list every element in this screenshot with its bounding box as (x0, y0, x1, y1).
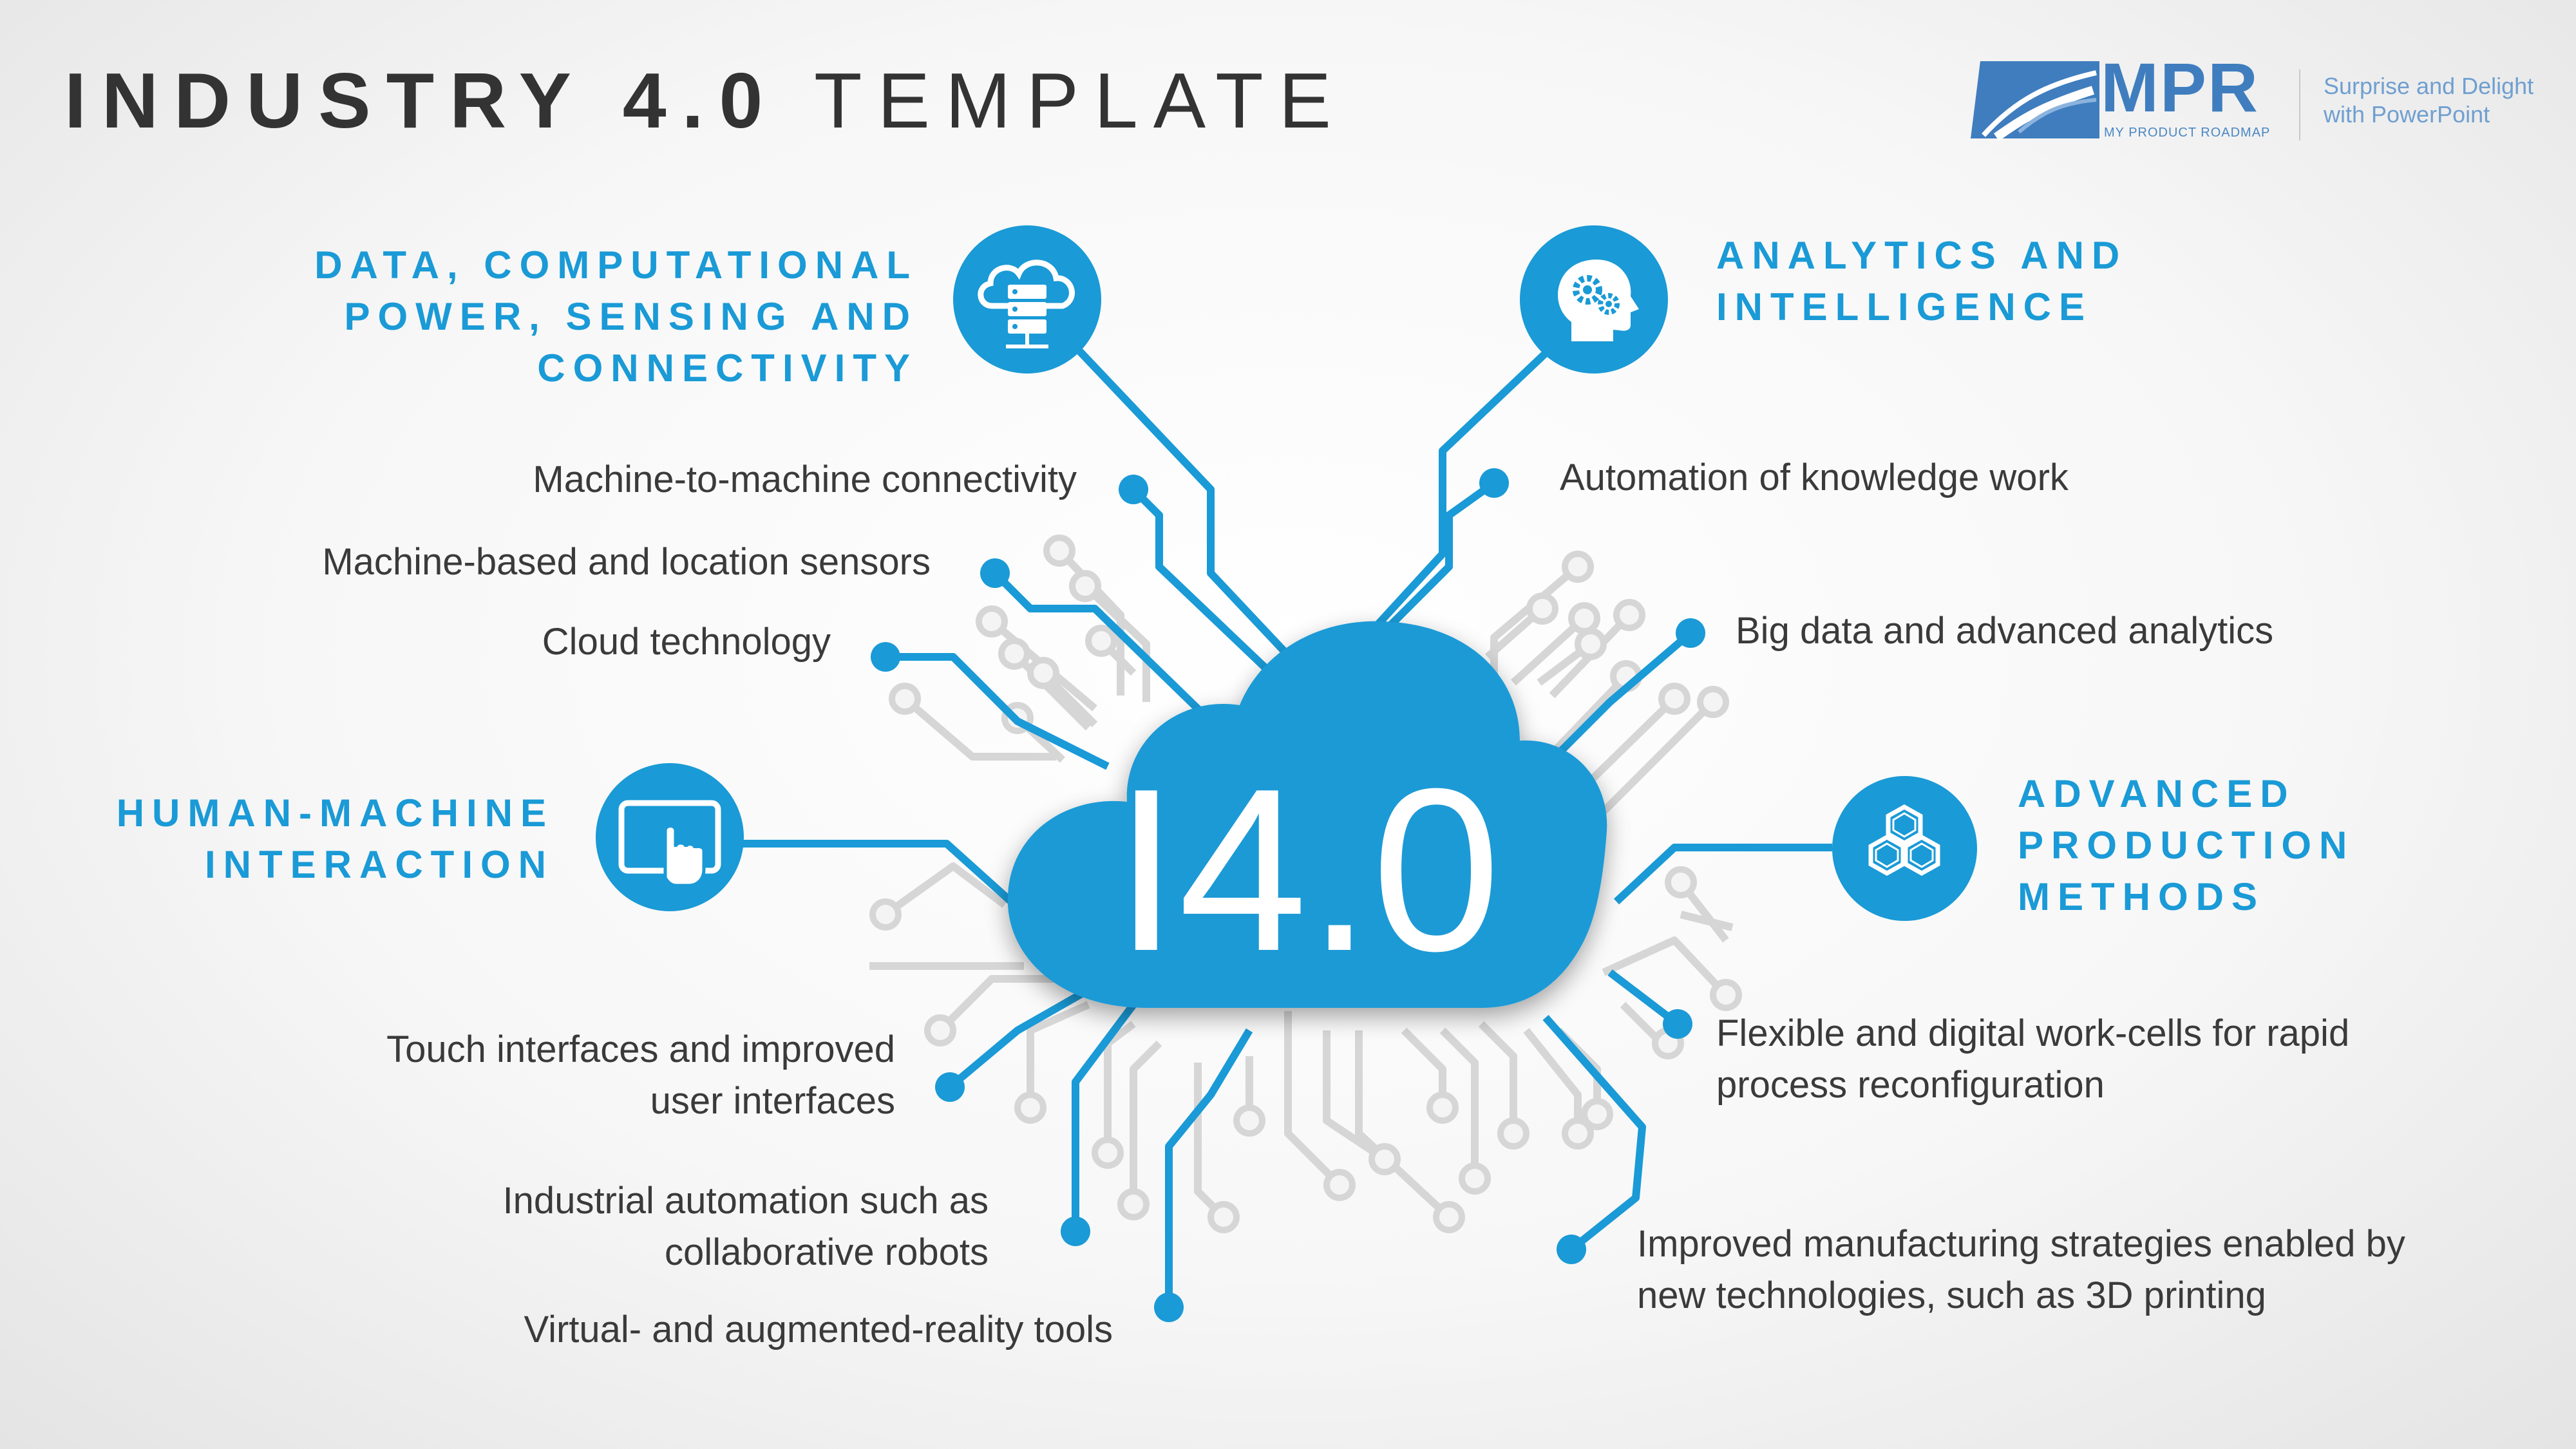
item-workcells-line-2: process reconfiguration (1716, 1064, 2105, 1106)
trace-vr (1165, 1028, 1253, 1307)
item-manufacturing-strategies: Improved manufacturing strategies enable… (1637, 1218, 2405, 1321)
trace-m2m (1130, 486, 1298, 699)
trace-knowledge (1375, 480, 1497, 641)
item-big-data: Big data and advanced analytics (1736, 610, 2274, 652)
logo-tagline-1: Surprise and Delight (2324, 73, 2534, 99)
category-data-line-2: POWER, SENSING AND (344, 295, 918, 338)
trace-production (1613, 844, 1832, 905)
category-analytics-line-2: INTELLIGENCE (1716, 285, 2093, 328)
category-production-heading: ADVANCED PRODUCTION METHODS (2018, 768, 2354, 923)
category-data-line-1: DATA, COMPUTATIONAL (314, 243, 918, 287)
category-production-line-2: PRODUCTION (2018, 824, 2355, 867)
item-workcells-line-1: Flexible and digital work-cells for rapi… (1716, 1012, 2350, 1054)
touch-tablet-icon (596, 763, 744, 911)
category-hmi-heading: HUMAN-MACHINE INTERACTION (117, 788, 554, 891)
title-bold: INDUSTRY 4.0 (64, 57, 779, 144)
trace-touch (947, 975, 1110, 1090)
item-cloud-technology: Cloud technology (542, 621, 831, 663)
center-label: I4.0 (1114, 741, 1501, 999)
item-touch-line-2: user interfaces (650, 1080, 895, 1122)
item-touch-line-1: Touch interfaces and improved (386, 1028, 895, 1070)
item-touch-interfaces: Touch interfaces and improved user inter… (386, 1024, 895, 1127)
trace-hmi (705, 840, 1014, 905)
title-light: TEMPLATE (814, 57, 1347, 144)
connector-traces (705, 299, 1832, 1307)
category-production-line-3: METHODS (2018, 875, 2265, 918)
item-automation-line-1: Industrial automation such as (502, 1180, 989, 1222)
item-work-cells: Flexible and digital work-cells for rapi… (1716, 1008, 2349, 1111)
center-cloud (1007, 621, 1607, 1008)
trace-bigdata (1542, 630, 1693, 770)
item-manufacturing-line-1: Improved manufacturing strategies enable… (1637, 1223, 2405, 1265)
trace-analytics (1368, 332, 1568, 634)
logo-tagline-2: with PowerPoint (2324, 101, 2490, 128)
mpr-logo: MPR MY PRODUCT ROADMAP Surprise and Deli… (1971, 53, 2537, 148)
trace-manufacturing (1542, 1015, 1646, 1253)
category-hmi-line-2: INTERACTION (205, 843, 554, 886)
item-automation-line-2: collaborative robots (665, 1231, 989, 1273)
category-analytics-line-1: ANALYTICS AND (1716, 234, 2128, 277)
category-hmi-line-1: HUMAN-MACHINE (116, 791, 554, 835)
logo-subtitle: MY PRODUCT ROADMAP (2104, 126, 2271, 140)
item-manufacturing-line-2: new technologies, such as 3D printing (1637, 1274, 2266, 1316)
trace-cloudtech (886, 653, 1110, 770)
item-m2m: Machine-to-machine connectivity (533, 459, 1077, 500)
connector-dots (871, 468, 1705, 1322)
logo-divider (2299, 70, 2300, 140)
category-data-heading: DATA, COMPUTATIONAL POWER, SENSING AND C… (314, 240, 918, 394)
road-logo-icon (1971, 61, 2099, 141)
item-sensors: Machine-based and location sensors (322, 541, 931, 583)
trace-robots (1072, 1002, 1137, 1231)
head-gears-icon (1520, 225, 1668, 374)
item-vr-tools: Virtual- and augmented-reality tools (524, 1309, 1113, 1350)
category-production-line-1: ADVANCED (2018, 772, 2296, 815)
logo-tagline: Surprise and Delight with PowerPoint (2324, 72, 2533, 129)
logo-brand: MPR (2101, 48, 2259, 126)
page-title: INDUSTRY 4.0 TEMPLATE (64, 61, 1347, 140)
cloud-server-icon (953, 225, 1101, 374)
trace-data (1030, 299, 1317, 686)
category-data-line-3: CONNECTIVITY (537, 346, 918, 390)
hexagon-molecule-icon (1832, 776, 1977, 921)
item-industrial-automation: Industrial automation such as collaborat… (503, 1175, 989, 1278)
category-analytics-heading: ANALYTICS AND INTELLIGENCE (1716, 230, 2127, 333)
trace-sensors (992, 570, 1214, 724)
item-knowledge-work: Automation of knowledge work (1560, 457, 2069, 498)
decorative-trace-ends (869, 535, 1742, 1233)
